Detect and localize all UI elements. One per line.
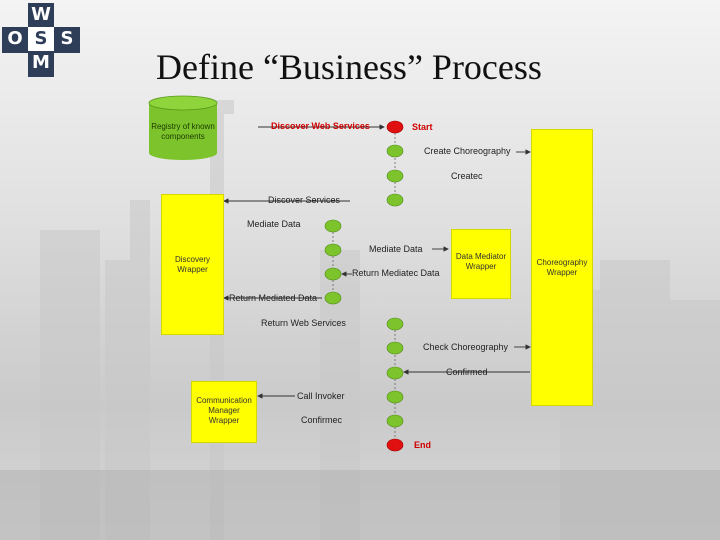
logo-letter-left: O <box>2 27 28 53</box>
registry-label: Registry of known components <box>151 122 215 141</box>
node-discover-services <box>386 193 404 207</box>
activity-nodes <box>324 144 404 428</box>
node-check-choreography <box>386 341 404 355</box>
node-mediate-data-1 <box>324 219 342 233</box>
node-return-web-services <box>386 317 404 331</box>
label-check-choreography: Check Choreography <box>423 342 509 352</box>
label-create-choreography: Create Choreography <box>424 146 511 156</box>
label-return-web-services: Return Web Services <box>261 318 346 328</box>
node-return-mediated-1 <box>324 267 342 281</box>
data-mediator-wrapper-box: Data Mediator Wrapper <box>451 229 511 299</box>
label-confirmed-1: Confirmed <box>446 367 488 377</box>
discovery-wrapper-box: Discovery Wrapper <box>161 194 224 335</box>
node-created <box>386 169 404 183</box>
node-confirmed-1 <box>386 366 404 380</box>
start-node <box>386 120 404 134</box>
node-return-mediated-2 <box>324 291 342 305</box>
slide-title: Define “Business” Process <box>156 47 542 87</box>
node-call-invoker <box>386 390 404 404</box>
label-created: Createc <box>451 171 483 181</box>
label-start: Start <box>412 122 433 132</box>
communication-manager-wrapper-label: Communication Manager Wrapper <box>196 396 252 425</box>
label-confirmed-2: Confirmec <box>301 415 343 425</box>
end-node <box>386 438 404 452</box>
sequence-connectors <box>332 133 396 439</box>
logo-letter-top: W <box>28 3 54 29</box>
choreography-wrapper-box: Choreography Wrapper <box>531 129 593 406</box>
node-confirmed-2 <box>386 414 404 428</box>
label-discover-web-services: Discover Web Services <box>271 121 370 131</box>
data-mediator-wrapper-label: Data Mediator Wrapper <box>455 252 507 271</box>
discovery-wrapper-label: Discovery Wrapper <box>174 255 211 274</box>
node-mediate-data-2 <box>324 243 342 257</box>
communication-manager-wrapper-box: Communication Manager Wrapper <box>191 381 257 443</box>
logo-letter-bottom: M <box>28 51 54 77</box>
label-mediate-data-2: Mediate Data <box>369 244 423 254</box>
label-return-mediated-data-2: Return Mediated Data <box>229 293 318 303</box>
label-call-invoker: Call Invoker <box>297 391 345 401</box>
registry-database-icon <box>148 95 218 160</box>
choreography-wrapper-label: Choreography Wrapper <box>536 258 588 277</box>
label-end: End <box>414 440 431 450</box>
node-create-choreography <box>386 144 404 158</box>
label-mediate-data-1: Mediate Data <box>247 219 301 229</box>
logo-letter-center: S <box>28 27 54 53</box>
label-return-mediated-data-1: Return Mediatec Data <box>352 268 440 278</box>
logo-letter-right: S <box>54 27 80 53</box>
label-discover-services: Discover Services <box>268 195 341 205</box>
